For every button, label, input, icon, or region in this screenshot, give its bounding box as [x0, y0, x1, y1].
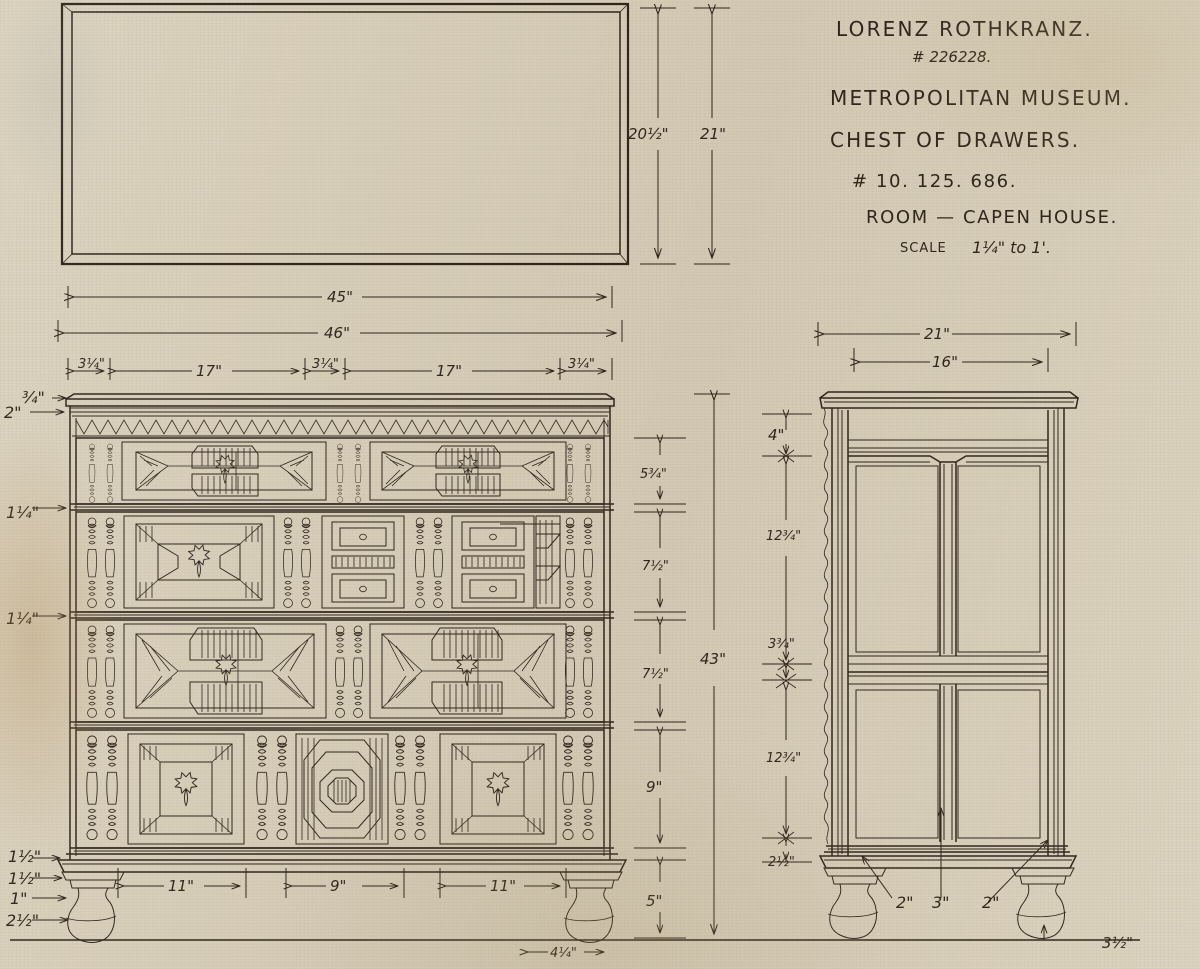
- drawer-h-5: 5": [646, 892, 662, 910]
- title-author: LORENZ ROTHKRANZ.: [836, 17, 1093, 41]
- drawer-h-3: 7½": [642, 667, 669, 682]
- drawer-row-1: [75, 437, 605, 505]
- front-width-dimensions: 45" 46" 3¼" 17" 3¼" 17" 3¼": [58, 286, 623, 380]
- side-chain-5: 2½": [768, 855, 795, 870]
- side-depth-inner: 16": [932, 353, 958, 371]
- callout-2-half: 2½": [6, 911, 39, 930]
- plan-depth-outer-label: 21": [700, 125, 726, 143]
- drawer-h-4: 9": [646, 778, 662, 796]
- foot-space-1: 11": [168, 877, 194, 895]
- plan-depth-inner-label: 20½": [628, 125, 669, 143]
- side-height-dimensions: 4" 12¾" 3¾" 12¾" 2½": [762, 414, 812, 870]
- front-elevation: [10, 393, 1140, 943]
- plan-view-outline: [60, 2, 630, 266]
- foot-space-2: 9": [330, 877, 346, 895]
- scale-value: 1¼" to 1'.: [972, 238, 1051, 257]
- foot-left: [61, 871, 125, 943]
- drawer-h-1: 5¾": [640, 467, 667, 482]
- chain-seg-1-label: 3¼": [78, 357, 105, 372]
- chain-seg-4-label: 17": [436, 362, 462, 380]
- callout-1-half-b: 1½": [8, 869, 41, 888]
- foot-right: [559, 871, 623, 943]
- title-institution: METROPOLITAN MUSEUM.: [830, 86, 1132, 110]
- callout-three-quarter: ¾": [22, 388, 45, 407]
- side-elevation: [818, 391, 1079, 939]
- side-callout-2in-a: 2": [896, 893, 914, 912]
- chain-seg-2-label: 17": [196, 362, 222, 380]
- side-chain-1: 4": [768, 426, 784, 444]
- width-45-label: 45": [327, 288, 353, 306]
- side-foot-left: [823, 867, 887, 939]
- callout-2in-top: 2": [4, 403, 22, 422]
- dentil-frieze: [72, 419, 610, 437]
- foot-space-3: 11": [490, 877, 516, 895]
- title-author-number: # 226228.: [912, 48, 991, 66]
- drawer-row-2: [75, 511, 605, 613]
- drawer-row-3: [75, 619, 605, 723]
- title-block: LORENZ ROTHKRANZ. # 226228. METROPOLITAN…: [830, 17, 1132, 257]
- overall-height-label: 43": [700, 650, 726, 668]
- front-height-dimensions: 5¾" 7½" 7½" 9" 5" 43": [634, 394, 730, 941]
- side-callout-3in: 3": [932, 893, 950, 912]
- side-chain-3: 3¾": [768, 637, 795, 652]
- chain-seg-5-label: 3¼": [568, 357, 595, 372]
- scale-label: SCALE: [900, 241, 947, 256]
- foot-width-label: 4¼": [550, 946, 577, 961]
- callout-1-quarter-a: 1¼": [6, 503, 39, 522]
- side-leader-callouts: 2" 3" 2" 3½": [862, 808, 1133, 952]
- width-46-label: 46": [324, 324, 350, 342]
- chain-seg-3-label: 3¼": [312, 357, 339, 372]
- title-object: CHEST OF DRAWERS.: [830, 128, 1080, 152]
- side-callout-2in-b: 2": [982, 893, 1000, 912]
- callout-1in: 1": [10, 889, 28, 908]
- side-depth-overall: 21": [924, 325, 950, 343]
- side-chain-4: 12¾": [766, 751, 801, 766]
- plan-depth-dimensions: 20½" 21": [628, 8, 730, 265]
- title-room: ROOM — CAPEN HOUSE.: [866, 207, 1118, 228]
- title-accession: # 10. 125. 686.: [852, 171, 1017, 192]
- drawer-h-2: 7½": [642, 559, 669, 574]
- side-width-dimensions: 21" 16": [818, 322, 1077, 372]
- callout-1-quarter-b: 1¼": [6, 609, 39, 628]
- foot-spacing-dimensions: 11" 9" 11" 4¼": [118, 868, 604, 961]
- callout-1-half-a: 1½": [8, 847, 41, 866]
- side-callout-3-half: 3½": [1102, 934, 1133, 952]
- side-chain-2: 12¾": [766, 529, 801, 544]
- side-foot-right: [1011, 867, 1075, 939]
- front-left-callouts: 2" ¾" 1¼" 1¼" 1½" 1½" 1" 2½": [4, 388, 68, 930]
- drawer-row-4: [75, 729, 605, 849]
